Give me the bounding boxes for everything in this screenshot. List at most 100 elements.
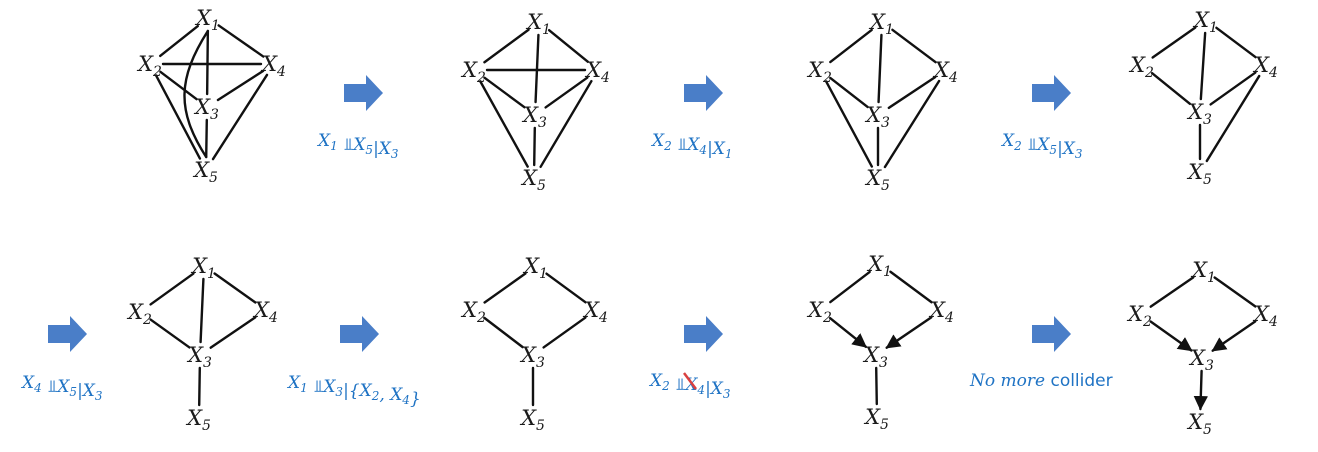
node-x3: X3 — [521, 103, 547, 131]
directed-edge-x2-x3 — [828, 316, 868, 349]
node-x5: X5 — [863, 405, 889, 433]
node-x4: X4 — [582, 298, 608, 326]
node-x5: X5 — [1186, 410, 1212, 438]
node-x4: X4 — [260, 52, 286, 80]
edge-x2-x3 — [483, 316, 524, 349]
edge-x4-x5 — [1205, 74, 1261, 163]
node-x3: X3 — [193, 95, 219, 123]
node-x2: X2 — [806, 58, 832, 86]
graph-edges — [154, 24, 269, 161]
step-arrow-icon — [340, 316, 379, 352]
edge-x2-x3 — [1150, 71, 1192, 106]
node-x5: X5 — [185, 406, 211, 434]
directed-edge-x4-x3 — [885, 316, 933, 349]
edge-x1-x4 — [891, 28, 937, 64]
node-x3: X3 — [862, 343, 888, 371]
graph-edges — [1149, 276, 1257, 411]
node-x2: X2 — [460, 58, 486, 86]
node-x5: X5 — [520, 166, 546, 194]
edge-x2-x5 — [154, 74, 202, 160]
node-x2: X2 — [806, 298, 832, 326]
node-x4: X4 — [252, 298, 278, 326]
node-x1: X1 — [190, 254, 216, 282]
step-arrow-icon — [1032, 75, 1071, 111]
step-arrow-icon — [344, 75, 383, 111]
edge-x1-x3 — [205, 29, 210, 96]
node-x3: X3 — [519, 343, 545, 371]
edge-x1-x2 — [483, 272, 527, 304]
graph-edges — [828, 270, 933, 406]
edge-x1-x2 — [1149, 276, 1195, 308]
curved-edge-x1-x5 — [183, 29, 210, 159]
node-x4: X4 — [928, 298, 954, 326]
edge-x1-x4 — [889, 270, 933, 304]
edge-x1-x3 — [1199, 31, 1207, 101]
edge-x1-x2 — [149, 272, 195, 306]
edge-x2-x3 — [159, 70, 198, 101]
node-x5: X5 — [1186, 160, 1212, 188]
node-x4: X4 — [1252, 302, 1278, 330]
step-caption-5: X1⫫X3|{X2, X4} — [286, 373, 421, 409]
step-arrow-icon — [48, 316, 87, 352]
step-caption-4: X4⫫X5|X3 — [20, 373, 103, 403]
edge-x2-x3 — [483, 76, 526, 109]
edge-x3-x5 — [205, 118, 208, 159]
node-x1: X1 — [868, 10, 894, 38]
edge-x1-x4 — [1213, 276, 1257, 308]
node-x5: X5 — [864, 166, 890, 194]
edge-x4-x5 — [539, 79, 593, 169]
edge-x3-x5 — [198, 366, 201, 407]
graph-edges — [149, 272, 257, 407]
node-x3: X3 — [1188, 346, 1214, 374]
node-x5: X5 — [519, 406, 545, 434]
step-caption-7: No more collider — [969, 371, 1113, 391]
edge-x2-x5 — [824, 80, 874, 168]
edge-x2-x3 — [149, 318, 191, 349]
edge-x2-x5 — [479, 80, 529, 168]
node-x1: X1 — [866, 252, 892, 280]
node-x1: X1 — [522, 254, 548, 282]
edge-x4-x5 — [211, 73, 269, 161]
edge-x3-x4 — [542, 316, 587, 349]
edge-x1-x2 — [158, 24, 200, 58]
graph-edges — [479, 28, 593, 169]
edge-x1-x3 — [877, 33, 883, 104]
node-x2: X2 — [1126, 302, 1152, 330]
node-x4: X4 — [932, 58, 958, 86]
step-caption-6: X2⫫X4|X3 — [648, 371, 731, 401]
edge-x3-x4 — [216, 69, 265, 102]
directed-edge-x4-x3 — [1211, 320, 1257, 352]
graph-edges — [483, 272, 587, 407]
edge-x3-x4 — [544, 76, 589, 109]
step-arrow-icon — [684, 75, 723, 111]
edge-x1-x2 — [1151, 26, 1197, 59]
edge-x3-x5 — [533, 126, 536, 167]
node-x4: X4 — [584, 58, 610, 86]
node-x2: X2 — [460, 298, 486, 326]
edge-x1-x4 — [217, 24, 265, 58]
node-x3: X3 — [186, 343, 212, 371]
step-caption-2: X2⫫X4|X1 — [650, 131, 733, 161]
edge-x1-x4 — [213, 272, 257, 304]
node-x3: X3 — [864, 103, 890, 131]
node-x1: X1 — [1190, 258, 1216, 286]
step-arrow-icon — [684, 316, 723, 352]
edge-x1-x4 — [547, 29, 590, 63]
edge-x1-x2 — [829, 270, 871, 304]
node-x5: X5 — [192, 158, 218, 186]
edge-x3-x4 — [887, 75, 937, 110]
directed-edge-x2-x3 — [1149, 320, 1193, 352]
node-x1: X1 — [194, 6, 220, 34]
node-x1: X1 — [525, 10, 551, 38]
edge-x1-x4 — [545, 272, 587, 304]
edge-x3-x4 — [209, 316, 257, 349]
node-x2: X2 — [126, 300, 152, 328]
edge-x1-x3 — [534, 33, 540, 104]
edge-x1-x3 — [199, 277, 205, 344]
